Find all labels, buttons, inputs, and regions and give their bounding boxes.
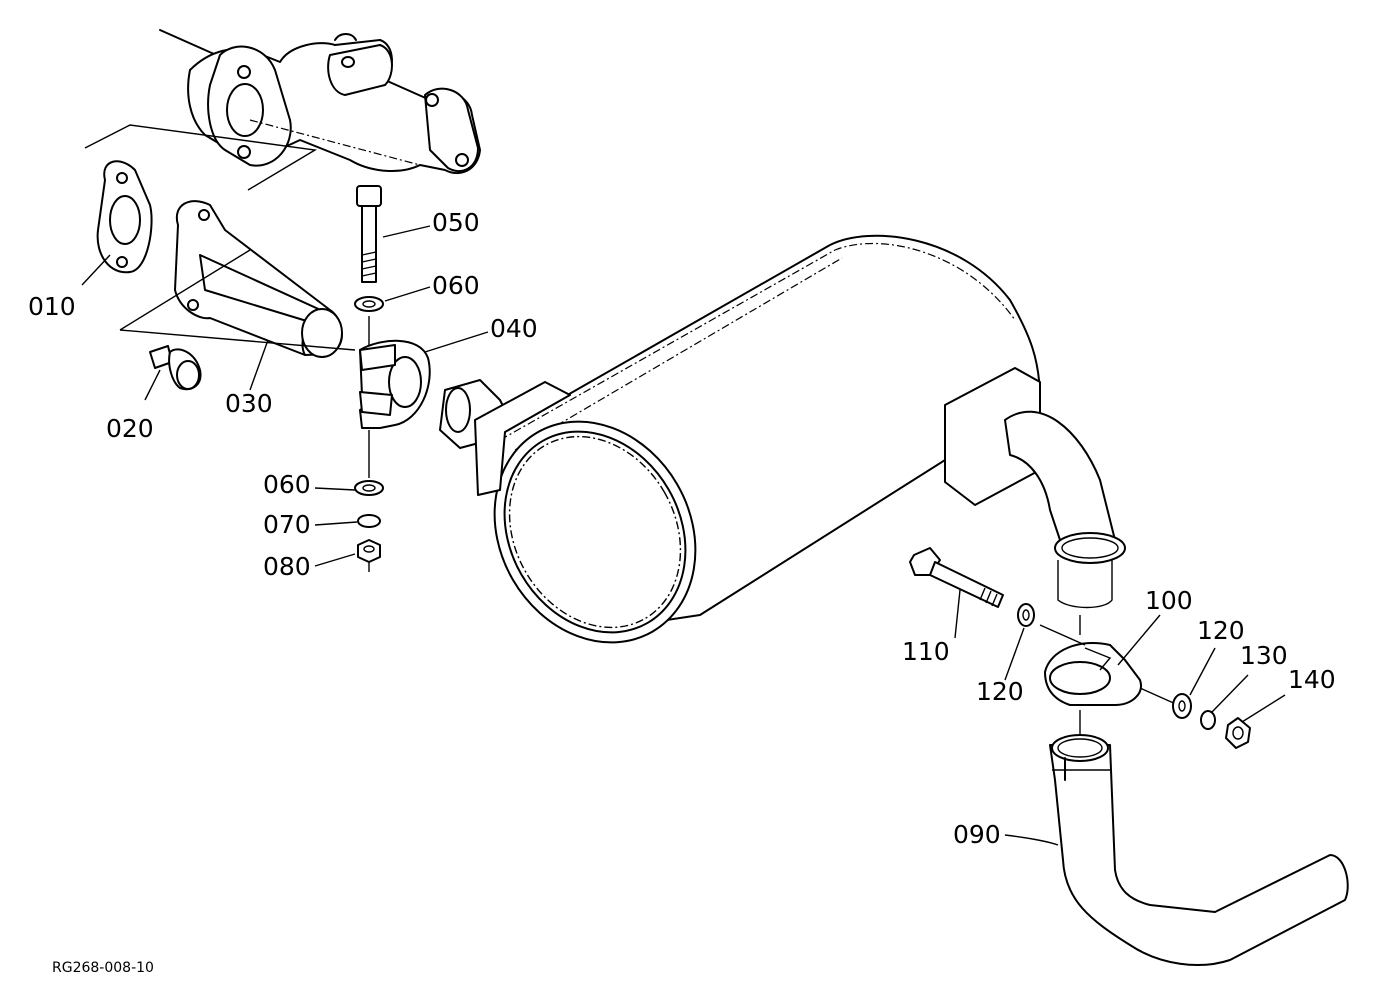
plug-020 <box>149 345 202 390</box>
washer-120-right <box>1172 693 1192 719</box>
callout-010: 010 <box>28 292 76 321</box>
callout-040: 040 <box>490 314 538 343</box>
callout-130: 130 <box>1240 641 1288 670</box>
figure-code: RG268-008-10 <box>52 960 154 976</box>
washer-120-right-hole <box>1178 700 1186 712</box>
callout-080: 080 <box>263 552 311 581</box>
lock-washer-130 <box>1200 710 1216 730</box>
washer-120-left-hole <box>1022 609 1030 621</box>
callout-120-right: 120 <box>1197 616 1245 645</box>
washer-120-left <box>1017 603 1035 627</box>
gasket-010 <box>84 124 318 274</box>
nut-080 <box>357 539 381 572</box>
callout-030: 030 <box>225 389 273 418</box>
tail-pipe-090 <box>1049 734 1349 966</box>
clamp-100-axis-right <box>1139 687 1179 706</box>
callout-070: 070 <box>263 510 311 539</box>
callout-050: 050 <box>432 208 480 237</box>
callout-060-bottom: 060 <box>263 470 311 499</box>
bolt-110 <box>909 547 1004 608</box>
clamp-040 <box>359 316 431 478</box>
bolt-050 <box>356 185 382 283</box>
callout-110: 110 <box>902 637 950 666</box>
nut-140 <box>1225 717 1251 749</box>
callout-100: 100 <box>1145 586 1193 615</box>
washer-060-bottom-hole <box>362 484 376 492</box>
leader-lines <box>81 225 1286 846</box>
lock-washer-070 <box>357 514 381 528</box>
exhaust-pipe-030 <box>119 200 356 358</box>
callout-120-left: 120 <box>976 677 1024 706</box>
exhaust-manifold <box>159 29 481 175</box>
callout-090: 090 <box>953 820 1001 849</box>
clamp-100-axis <box>1039 624 1086 646</box>
muffler <box>439 234 1126 644</box>
callout-140: 140 <box>1288 665 1336 694</box>
callout-060-top: 060 <box>432 271 480 300</box>
washer-060-top-hole <box>362 300 376 308</box>
callout-020: 020 <box>106 414 154 443</box>
washer-060-bottom <box>354 480 384 496</box>
clamp-100 <box>1044 642 1142 706</box>
washer-060-top <box>354 296 384 312</box>
